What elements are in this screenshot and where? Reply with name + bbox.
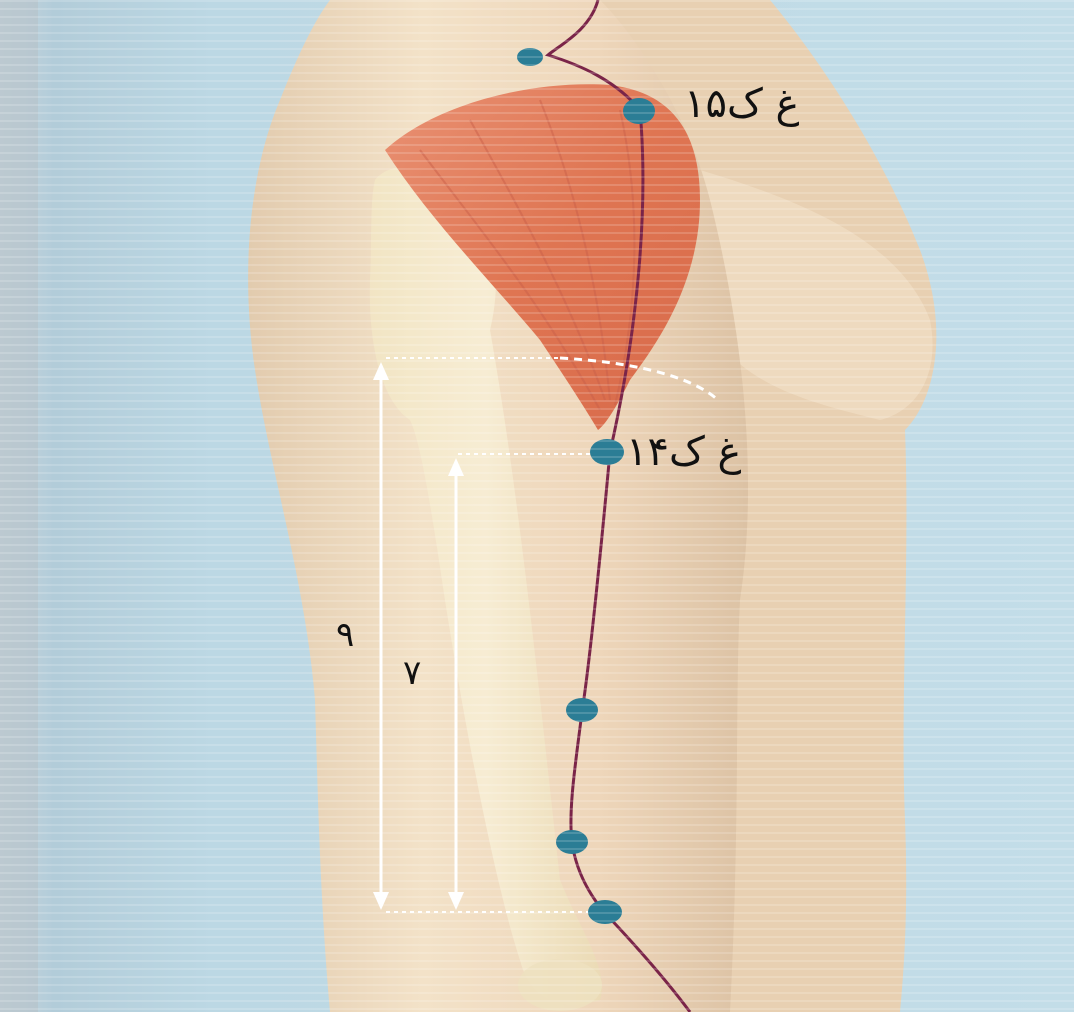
- measurement-label-inner: ۷: [403, 656, 421, 690]
- measurement-label-outer: ۹: [336, 618, 354, 652]
- acupoint-label-gk15: غ ک۱۵: [684, 84, 799, 124]
- acupoint-label-gk14: غ ک۱۴: [626, 432, 741, 472]
